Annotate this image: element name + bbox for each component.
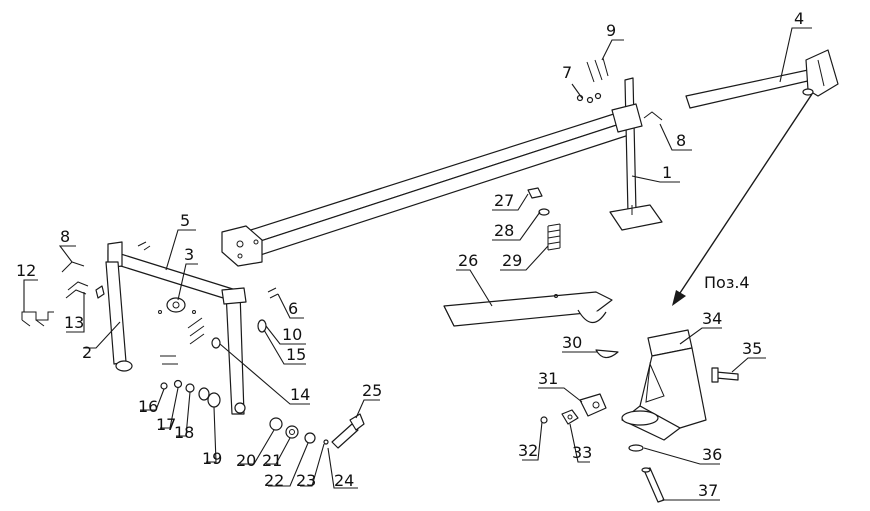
left-small-parts [21,261,105,327]
callout-17: 17 [156,415,176,434]
hook-part-8-right [643,111,663,121]
pins-7-9 [576,57,609,104]
callout-10: 10 [282,325,302,344]
detail-arrow [672,93,813,306]
leader-lines [23,27,812,501]
callout-32: 32 [518,441,538,460]
callout-20: 20 [236,451,256,470]
callout-8-right: 8 [676,131,686,150]
callout-25: 25 [362,381,382,400]
callout-26: 26 [458,251,478,270]
callout-3: 3 [184,245,194,264]
callout-36: 36 [702,445,722,464]
callout-6: 6 [288,299,298,318]
small-parts-right-frame [211,287,279,349]
platform-part-26 [443,291,613,327]
callout-1: 1 [662,163,672,182]
callout-34: 34 [702,309,722,328]
view-label-pos4: Поз.4 [704,273,750,292]
callout-13: 13 [64,313,84,332]
callout-30: 30 [562,333,582,352]
callout-labels: 1 2 3 4 5 6 7 8 8 9 10 12 13 14 15 16 17… [16,9,804,500]
callout-37: 37 [698,481,718,500]
detail-pos4 [540,329,739,503]
arm-part-4 [685,49,839,109]
callout-27: 27 [494,191,514,210]
callout-23: 23 [296,471,316,490]
callout-2: 2 [82,343,92,362]
main-beam [221,111,633,267]
callout-19: 19 [202,449,222,468]
callout-24: 24 [334,471,354,490]
callout-4: 4 [794,9,804,28]
callout-5: 5 [180,211,190,230]
callout-31: 31 [538,369,558,388]
callout-12: 12 [16,261,36,280]
callout-18: 18 [174,423,194,442]
spring-parts [527,187,561,251]
callout-33: 33 [572,443,592,462]
callout-8-left: 8 [60,227,70,246]
callout-22: 22 [264,471,284,490]
left-frame [105,241,247,415]
callout-29: 29 [502,251,522,270]
callout-7: 7 [562,63,572,82]
axle-parts [160,379,365,449]
callout-28: 28 [494,221,514,240]
callout-21: 21 [262,451,282,470]
callout-15: 15 [286,345,306,364]
callout-35: 35 [742,339,762,358]
callout-16: 16 [138,397,158,416]
callout-14: 14 [290,385,310,404]
beam-post [609,77,663,231]
callout-9: 9 [606,21,616,40]
